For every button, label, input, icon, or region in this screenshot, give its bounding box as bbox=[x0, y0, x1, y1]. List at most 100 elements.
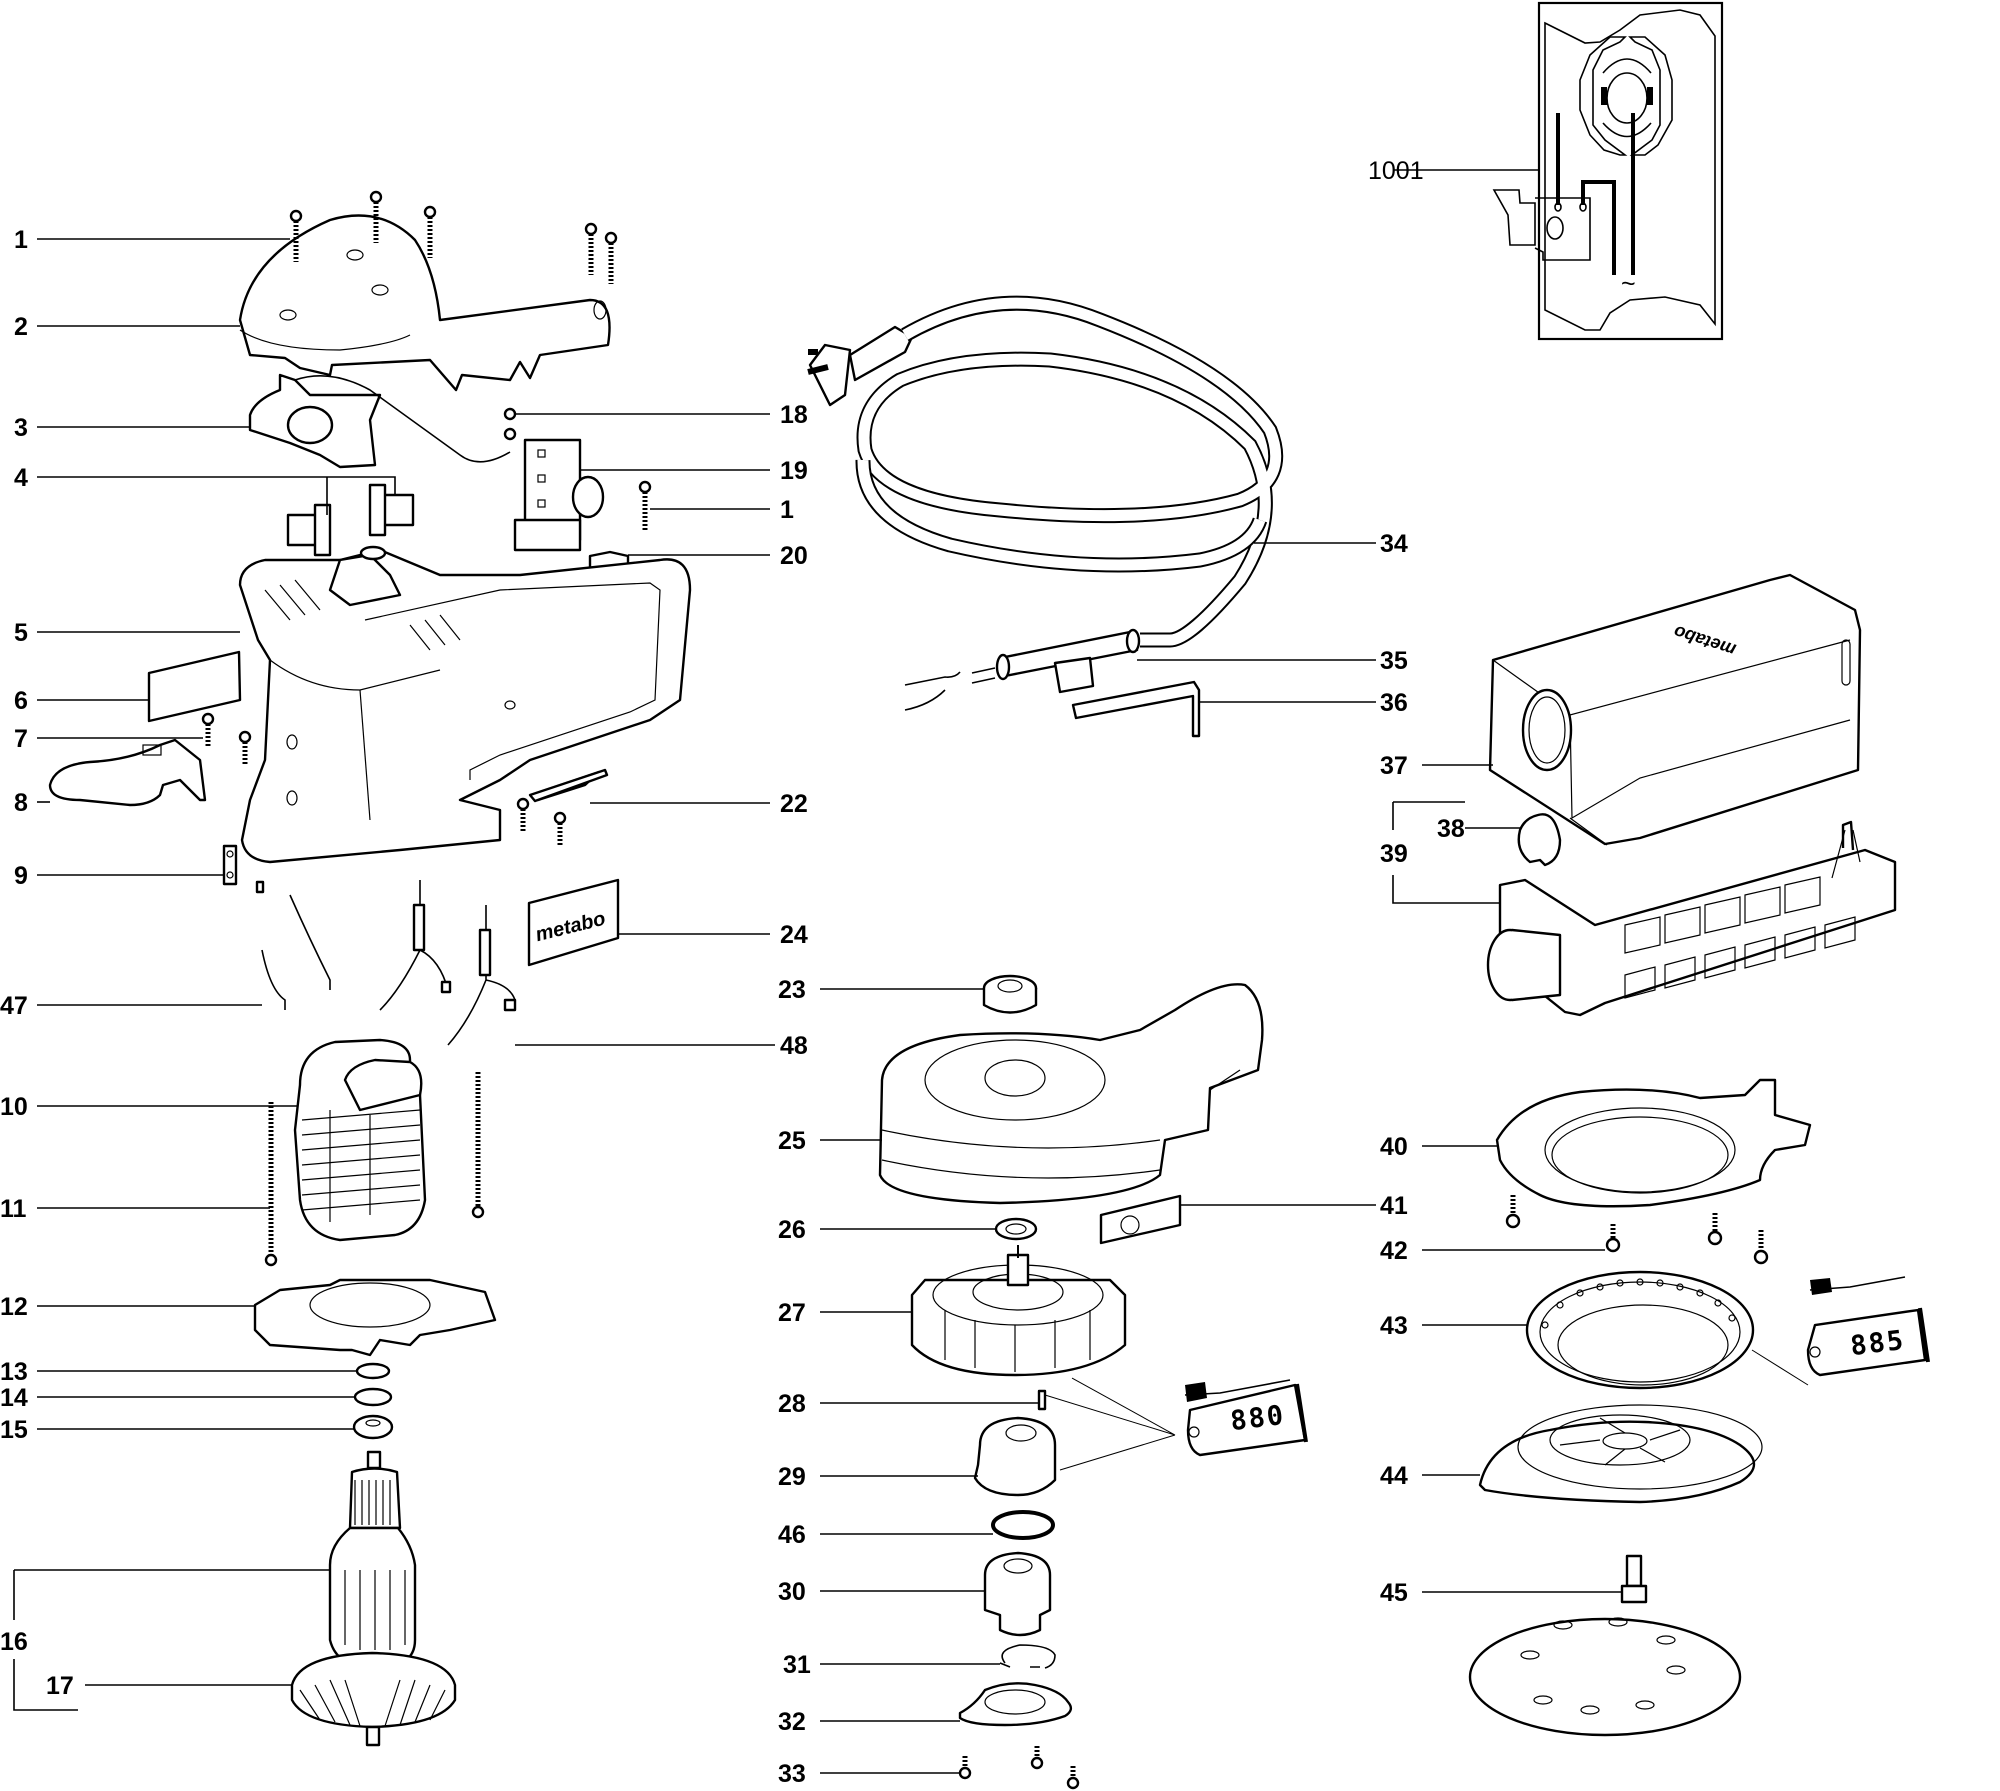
callout-label-33: 33 bbox=[778, 1760, 806, 1788]
o-ring-13 bbox=[355, 1362, 391, 1380]
brake-ring bbox=[1525, 1270, 1755, 1390]
label-plate bbox=[147, 650, 242, 723]
cord-protector bbox=[904, 628, 1141, 711]
callout-label-30: 30 bbox=[778, 1578, 806, 1606]
callout-label-42: 42 bbox=[1380, 1237, 1408, 1265]
armature bbox=[328, 1450, 417, 1687]
armature-fan bbox=[290, 1651, 457, 1747]
flange-screws bbox=[958, 1746, 1080, 1790]
sanding-pad bbox=[1478, 1404, 1763, 1504]
callout-label-24: 24 bbox=[780, 921, 808, 949]
dust-box-grid bbox=[1624, 876, 1856, 999]
callout-label-10: 10 bbox=[0, 1093, 28, 1121]
pad-screw bbox=[1620, 1554, 1648, 1604]
clamp-bracket bbox=[222, 844, 238, 886]
brush-holder-plate bbox=[248, 373, 511, 469]
callout-label-1b: 1 bbox=[780, 496, 794, 524]
grease-tube-885: 885 bbox=[1751, 1276, 1930, 1386]
callout-label-32: 32 bbox=[778, 1708, 806, 1736]
callout-label-26: 26 bbox=[778, 1216, 806, 1244]
dust-bag: metabo bbox=[1488, 573, 1862, 846]
brake-ring-holes bbox=[1541, 1278, 1736, 1329]
logo-plate: metabo bbox=[527, 878, 620, 967]
flange-32 bbox=[958, 1682, 1073, 1727]
grease-tube-880-label: 880 bbox=[1229, 1400, 1287, 1437]
callout-label-39: 39 bbox=[1380, 840, 1408, 868]
callout-label-2: 2 bbox=[14, 313, 28, 341]
callout-label-28: 28 bbox=[778, 1390, 806, 1418]
fan-wheel bbox=[910, 1245, 1127, 1377]
callout-label-36: 36 bbox=[1380, 689, 1408, 717]
callout-label-7: 7 bbox=[14, 725, 28, 753]
grease-tube-885-label: 885 bbox=[1849, 1325, 1907, 1362]
bearing-30 bbox=[983, 1551, 1052, 1637]
callout-label-13: 13 bbox=[0, 1358, 28, 1386]
air-guide bbox=[253, 1278, 497, 1357]
washer-14 bbox=[353, 1387, 393, 1407]
callout-label-46: 46 bbox=[778, 1521, 806, 1549]
callout-label-34: 34 bbox=[1380, 530, 1408, 558]
housing-screws bbox=[201, 712, 567, 846]
callout-label-19: 19 bbox=[780, 457, 808, 485]
holder-screws bbox=[1505, 1195, 1769, 1265]
washer-26 bbox=[994, 1217, 1038, 1241]
callout-label-17: 17 bbox=[46, 1672, 74, 1700]
callout-label-45: 45 bbox=[1380, 1579, 1408, 1607]
gear-housing bbox=[878, 983, 1264, 1205]
ac-symbol: ~ bbox=[1621, 270, 1636, 298]
hex-key bbox=[1071, 680, 1201, 738]
callout-label-35: 35 bbox=[1380, 647, 1408, 675]
cover-screws bbox=[289, 190, 618, 284]
retaining-ring bbox=[999, 1644, 1056, 1669]
callout-label-25: 25 bbox=[778, 1127, 806, 1155]
rating-plate bbox=[528, 768, 609, 803]
callout-label-12: 12 bbox=[0, 1293, 28, 1321]
switch-screws bbox=[503, 407, 652, 532]
housing-vents bbox=[264, 579, 461, 651]
callout-label-16: 16 bbox=[0, 1628, 28, 1656]
callout-labels: 1 2 3 4 5 6 7 8 9 10 11 12 13 14 15 16 1… bbox=[0, 226, 1465, 1788]
callout-label-15: 15 bbox=[0, 1416, 28, 1444]
wiring-diagram-inset: ~ bbox=[1492, 1, 1724, 341]
field-coil bbox=[293, 1038, 427, 1242]
callout-label-47: 47 bbox=[0, 992, 28, 1020]
callout-label-8: 8 bbox=[14, 789, 28, 817]
carbon-brushes bbox=[286, 483, 415, 557]
callout-label-4: 4 bbox=[14, 464, 28, 492]
brake-ring-holder bbox=[1495, 1078, 1812, 1208]
warning-label bbox=[1099, 1194, 1182, 1245]
callout-label-41: 41 bbox=[1380, 1192, 1408, 1220]
filter-disc bbox=[1517, 813, 1562, 867]
callout-label-40: 40 bbox=[1380, 1133, 1408, 1161]
dust-box bbox=[1486, 820, 1897, 1017]
callout-label-3: 3 bbox=[14, 414, 28, 442]
callout-label-38: 38 bbox=[1437, 815, 1465, 843]
nose-cover bbox=[48, 738, 207, 807]
lead-wires bbox=[255, 880, 517, 1046]
callout-label-27: 27 bbox=[778, 1299, 806, 1327]
callout-label-5: 5 bbox=[14, 619, 28, 647]
callout-label-37: 37 bbox=[1380, 752, 1408, 780]
eccentric bbox=[973, 1416, 1057, 1497]
callout-label-43: 43 bbox=[1380, 1312, 1408, 1340]
power-cord bbox=[807, 295, 1284, 648]
callout-label-9: 9 bbox=[14, 862, 28, 890]
callout-label-18: 18 bbox=[780, 401, 808, 429]
callout-label-1: 1 bbox=[14, 226, 28, 254]
callout-label-31: 31 bbox=[783, 1651, 811, 1679]
callout-label-22: 22 bbox=[780, 790, 808, 818]
long-screws bbox=[264, 1072, 485, 1267]
sanding-disc bbox=[1468, 1617, 1742, 1737]
callout-label-23: 23 bbox=[778, 976, 806, 1004]
switch bbox=[513, 438, 605, 552]
leader-lines bbox=[13, 238, 1622, 1774]
callout-label-1001: 1001 bbox=[1368, 157, 1424, 185]
housing-cover bbox=[238, 214, 611, 392]
callout-label-14: 14 bbox=[0, 1384, 28, 1412]
bearing-23 bbox=[982, 974, 1038, 1014]
motor-housing bbox=[238, 545, 692, 864]
callout-label-29: 29 bbox=[778, 1463, 806, 1491]
callout-label-6: 6 bbox=[14, 687, 28, 715]
o-ring-46 bbox=[991, 1510, 1055, 1540]
